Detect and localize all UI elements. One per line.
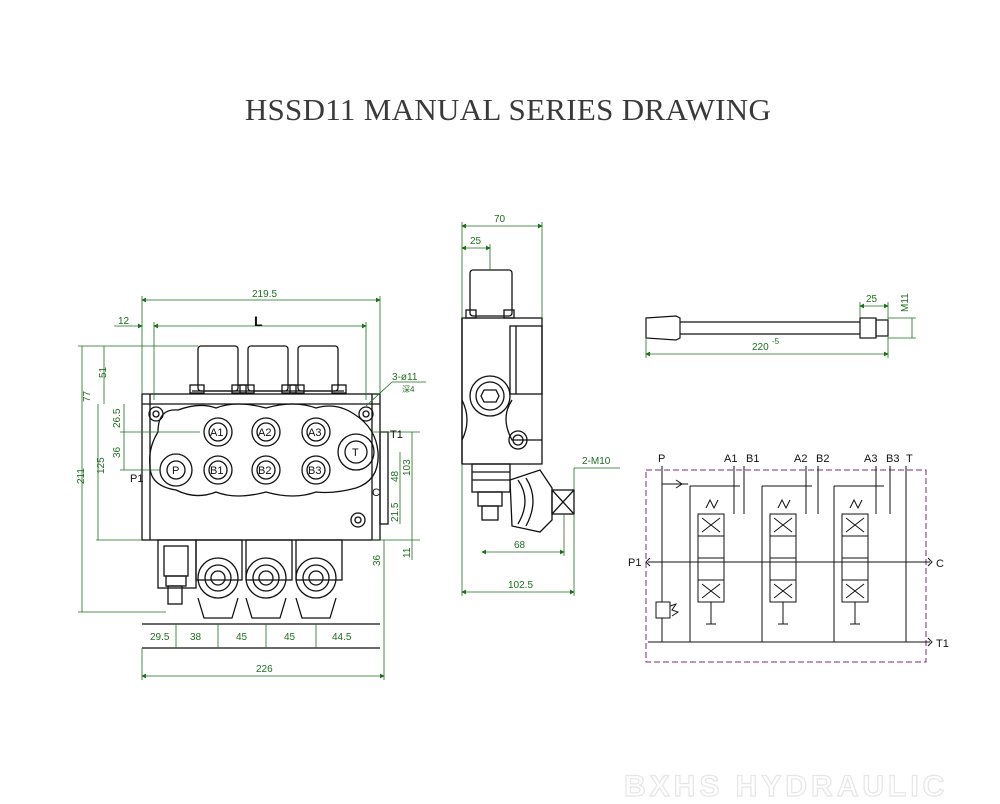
port-p: P — [172, 465, 179, 477]
dim-right-103: 103 — [402, 459, 413, 476]
sch-label-a2: A2 — [794, 453, 807, 465]
page-title: HSSD11 MANUAL SERIES DRAWING — [244, 92, 772, 127]
port-b1: B1 — [210, 465, 223, 477]
dim-bottom-45b: 45 — [284, 632, 296, 643]
dim-side-70: 70 — [494, 214, 506, 225]
port-c: C — [372, 487, 380, 499]
sch-label-c: C — [936, 558, 944, 570]
lever-housings — [157, 539, 343, 619]
port-b3: B3 — [308, 465, 321, 477]
port-b2: B2 — [258, 465, 271, 477]
dim-bottom-38: 38 — [190, 632, 202, 643]
lever-rod — [645, 315, 889, 341]
spool-section-1 — [689, 466, 745, 642]
hydraulic-schematic — [645, 466, 933, 663]
dim-side-25: 25 — [470, 236, 482, 247]
dim-right-11: 11 — [402, 547, 413, 558]
dim-lever-25: 25 — [866, 294, 878, 305]
sch-label-p1: P1 — [628, 557, 641, 569]
spool-caps — [189, 345, 347, 394]
sch-label-p: P — [658, 453, 665, 465]
side-dimensions — [461, 222, 620, 596]
dim-height-total: 211 — [76, 468, 87, 484]
sch-label-t: T — [906, 453, 913, 465]
dim-mount-holes: 3-ø11 — [392, 372, 418, 383]
port-t1: T1 — [390, 429, 403, 441]
watermark: BXHS HYDRAULIC — [624, 770, 948, 803]
lever-dimensions — [645, 302, 916, 358]
ports-upper — [203, 417, 331, 447]
dim-lever-length: 220 — [752, 342, 769, 353]
dim-offset-left: 12 — [118, 316, 130, 327]
side-view — [461, 269, 575, 533]
front-dimensions — [78, 296, 426, 680]
dim-overall-bottom: 226 — [256, 664, 273, 675]
dim-right-36: 36 — [372, 554, 383, 566]
dim-side-68: 68 — [514, 540, 526, 551]
port-a2: A2 — [258, 427, 271, 439]
sch-label-a1: A1 — [724, 453, 737, 465]
dim-bottom-29-5: 29.5 — [150, 632, 170, 643]
ports-lower — [159, 433, 375, 487]
dim-side-102-5: 102.5 — [508, 580, 533, 591]
dim-bottom-45a: 45 — [236, 632, 248, 643]
dim-height-upper: 77 — [82, 390, 93, 402]
dim-lever-tolerance: -5 — [772, 337, 780, 346]
dim-upper-port: 26.5 — [112, 408, 123, 428]
port-p1: P1 — [130, 473, 143, 485]
port-t: T — [352, 447, 359, 459]
dim-port-pitch: 36 — [112, 446, 123, 458]
port-a3: A3 — [308, 427, 321, 439]
dim-height-lever: 51 — [98, 366, 109, 378]
sch-label-t1: T1 — [936, 638, 949, 650]
sch-label-b3: B3 — [886, 453, 899, 465]
dim-lever-thread: M11 — [900, 293, 911, 312]
dim-mount-holes-sub: 深4 — [402, 385, 415, 394]
sch-label-b1: B1 — [746, 453, 759, 465]
dim-length-label: L — [254, 313, 263, 329]
dim-side-thread: 2-M10 — [582, 456, 611, 467]
dim-right-48: 48 — [390, 470, 401, 482]
dim-right-21-5: 21.5 — [390, 502, 401, 522]
dim-overall-top: 219.5 — [252, 289, 277, 300]
dim-bottom-44-5: 44.5 — [332, 632, 352, 643]
dim-body-height: 125 — [96, 457, 107, 474]
sch-label-b2: B2 — [816, 453, 829, 465]
sch-label-a3: A3 — [864, 453, 877, 465]
port-a1: A1 — [210, 427, 223, 439]
front-view — [141, 345, 389, 649]
spool-section-2 — [761, 466, 819, 642]
spool-section-3 — [833, 466, 891, 642]
